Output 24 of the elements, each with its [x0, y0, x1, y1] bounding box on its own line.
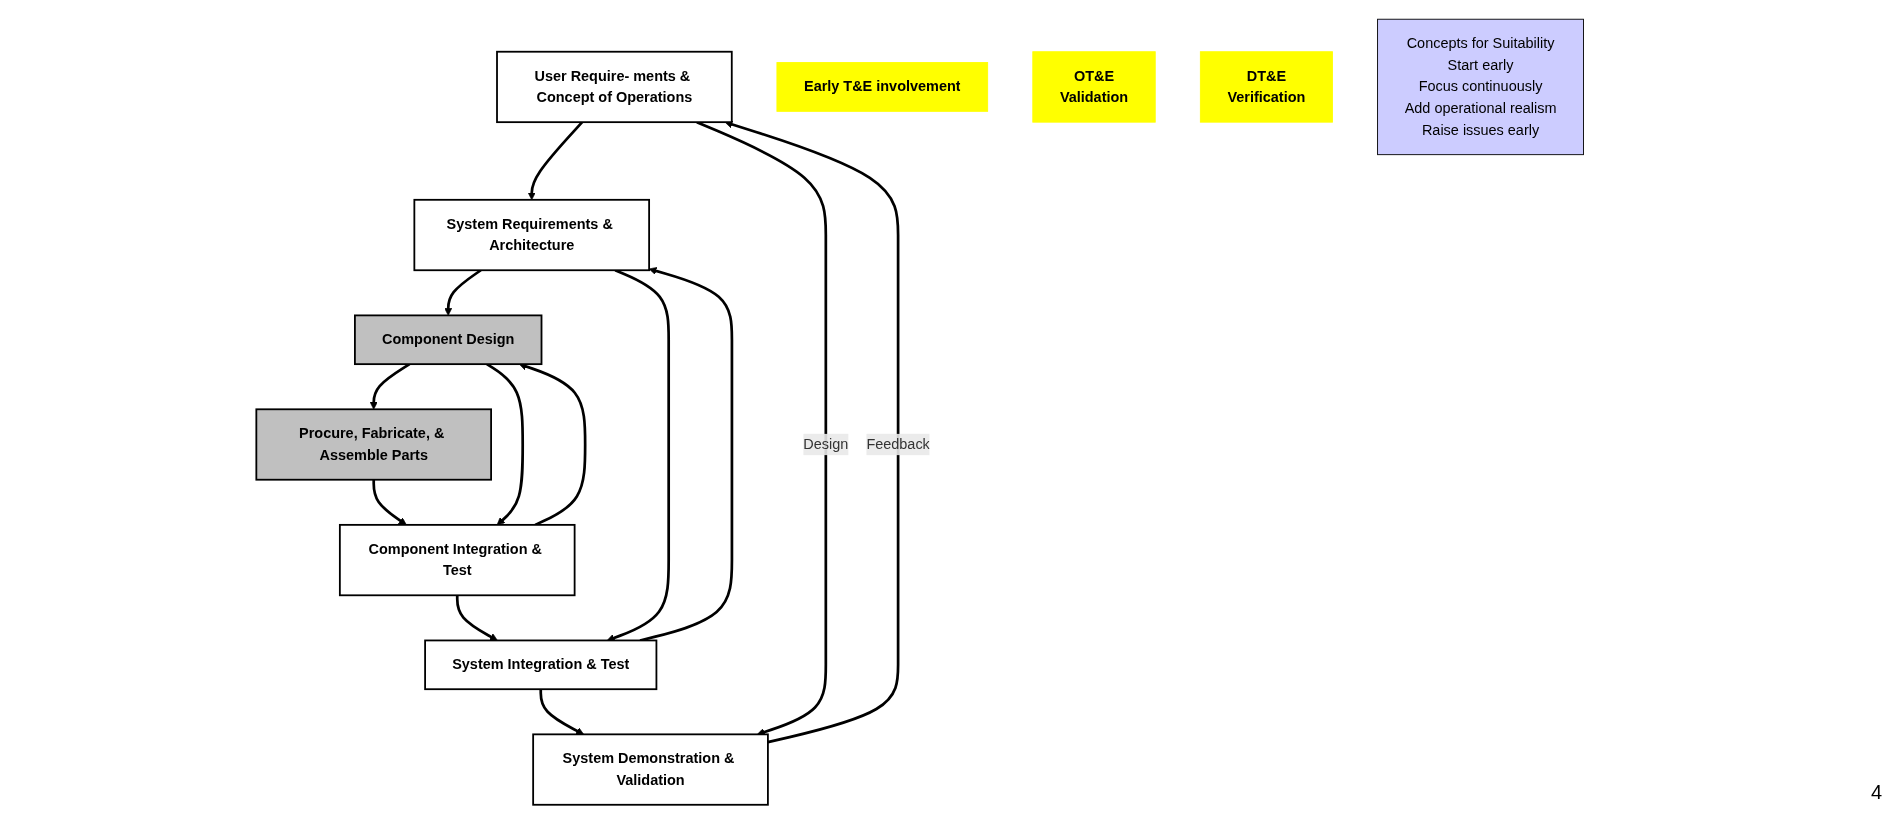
arrow	[539, 689, 585, 735]
node-box: User Require- ments & Concept of Operations	[496, 50, 733, 124]
arrow	[444, 269, 482, 316]
node-box: System Requirements & Architecture	[413, 198, 651, 272]
node-box: Component Design	[354, 314, 543, 366]
arrow	[369, 363, 411, 410]
arrow	[606, 269, 671, 642]
node-box: System Integration & Test	[424, 639, 658, 691]
page-number: 4	[1870, 781, 1882, 804]
node-box: Procure, Fabricate, & Assemble Parts	[255, 408, 493, 481]
arrow	[527, 121, 584, 201]
node-box: OT&E Validation	[1032, 51, 1156, 123]
arrow	[372, 479, 407, 526]
edge-label: Design	[803, 436, 849, 452]
arrow	[724, 120, 900, 744]
arrow	[486, 363, 525, 526]
node-box: Concepts for Suitability Start early Focus continuously Add operational realism Raise issues early	[1377, 18, 1585, 156]
arrow	[455, 595, 498, 641]
edge-label: Feedback	[866, 436, 930, 452]
node-box: Component Integration & Test	[339, 523, 576, 597]
node-box: Early T&E involvement	[776, 62, 989, 112]
arrow	[639, 267, 734, 642]
node-box: System Demonstration & Validation	[532, 733, 769, 806]
node-box: DT&E Verification	[1200, 51, 1333, 123]
